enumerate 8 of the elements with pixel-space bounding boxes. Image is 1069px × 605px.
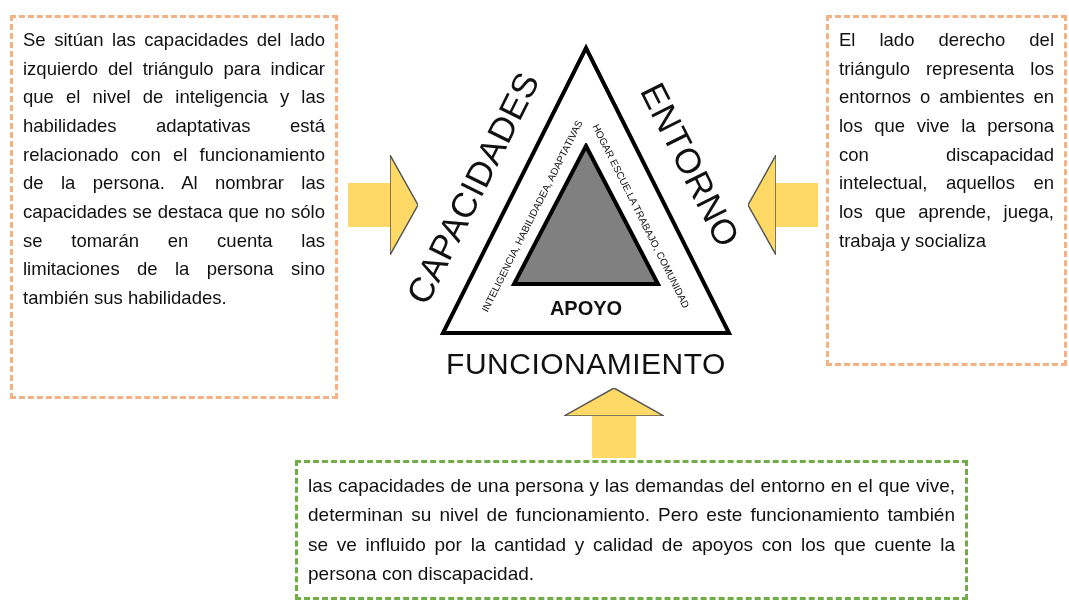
text-box: Se sitúan las capacidades del lado izquierdo del triángulo para indicar que el nivel de inteligencia y las habilidades adaptativas está relacionado con el funcionamiento de la persona. Al nombrar las capacidades se destaca que no sólo se tomarán en cuenta las limitaciones de la persona sino también sus habilidades. [10,15,338,399]
block-arrow [348,154,419,256]
triangle-label: APOYO [549,296,623,320]
text-box: El lado derecho del triángulo representa los entornos o ambientes en los que vive la persona con discapacidad intelectual, aquellos en los que aprende, juega, trabaja y socializa [826,15,1067,366]
block-arrow [747,154,818,256]
block-arrow [563,387,665,458]
side-heading: FUNCIONAMIENTO [446,347,726,381]
text-box: las capacidades de una persona y las demandas del entorno en el que vive, determinan su nivel de funcionamiento. Pero este funcionamiento también se ve influido por la cantidad y calidad de apoyos con los que cuente la persona con discapacidad. [295,460,968,600]
